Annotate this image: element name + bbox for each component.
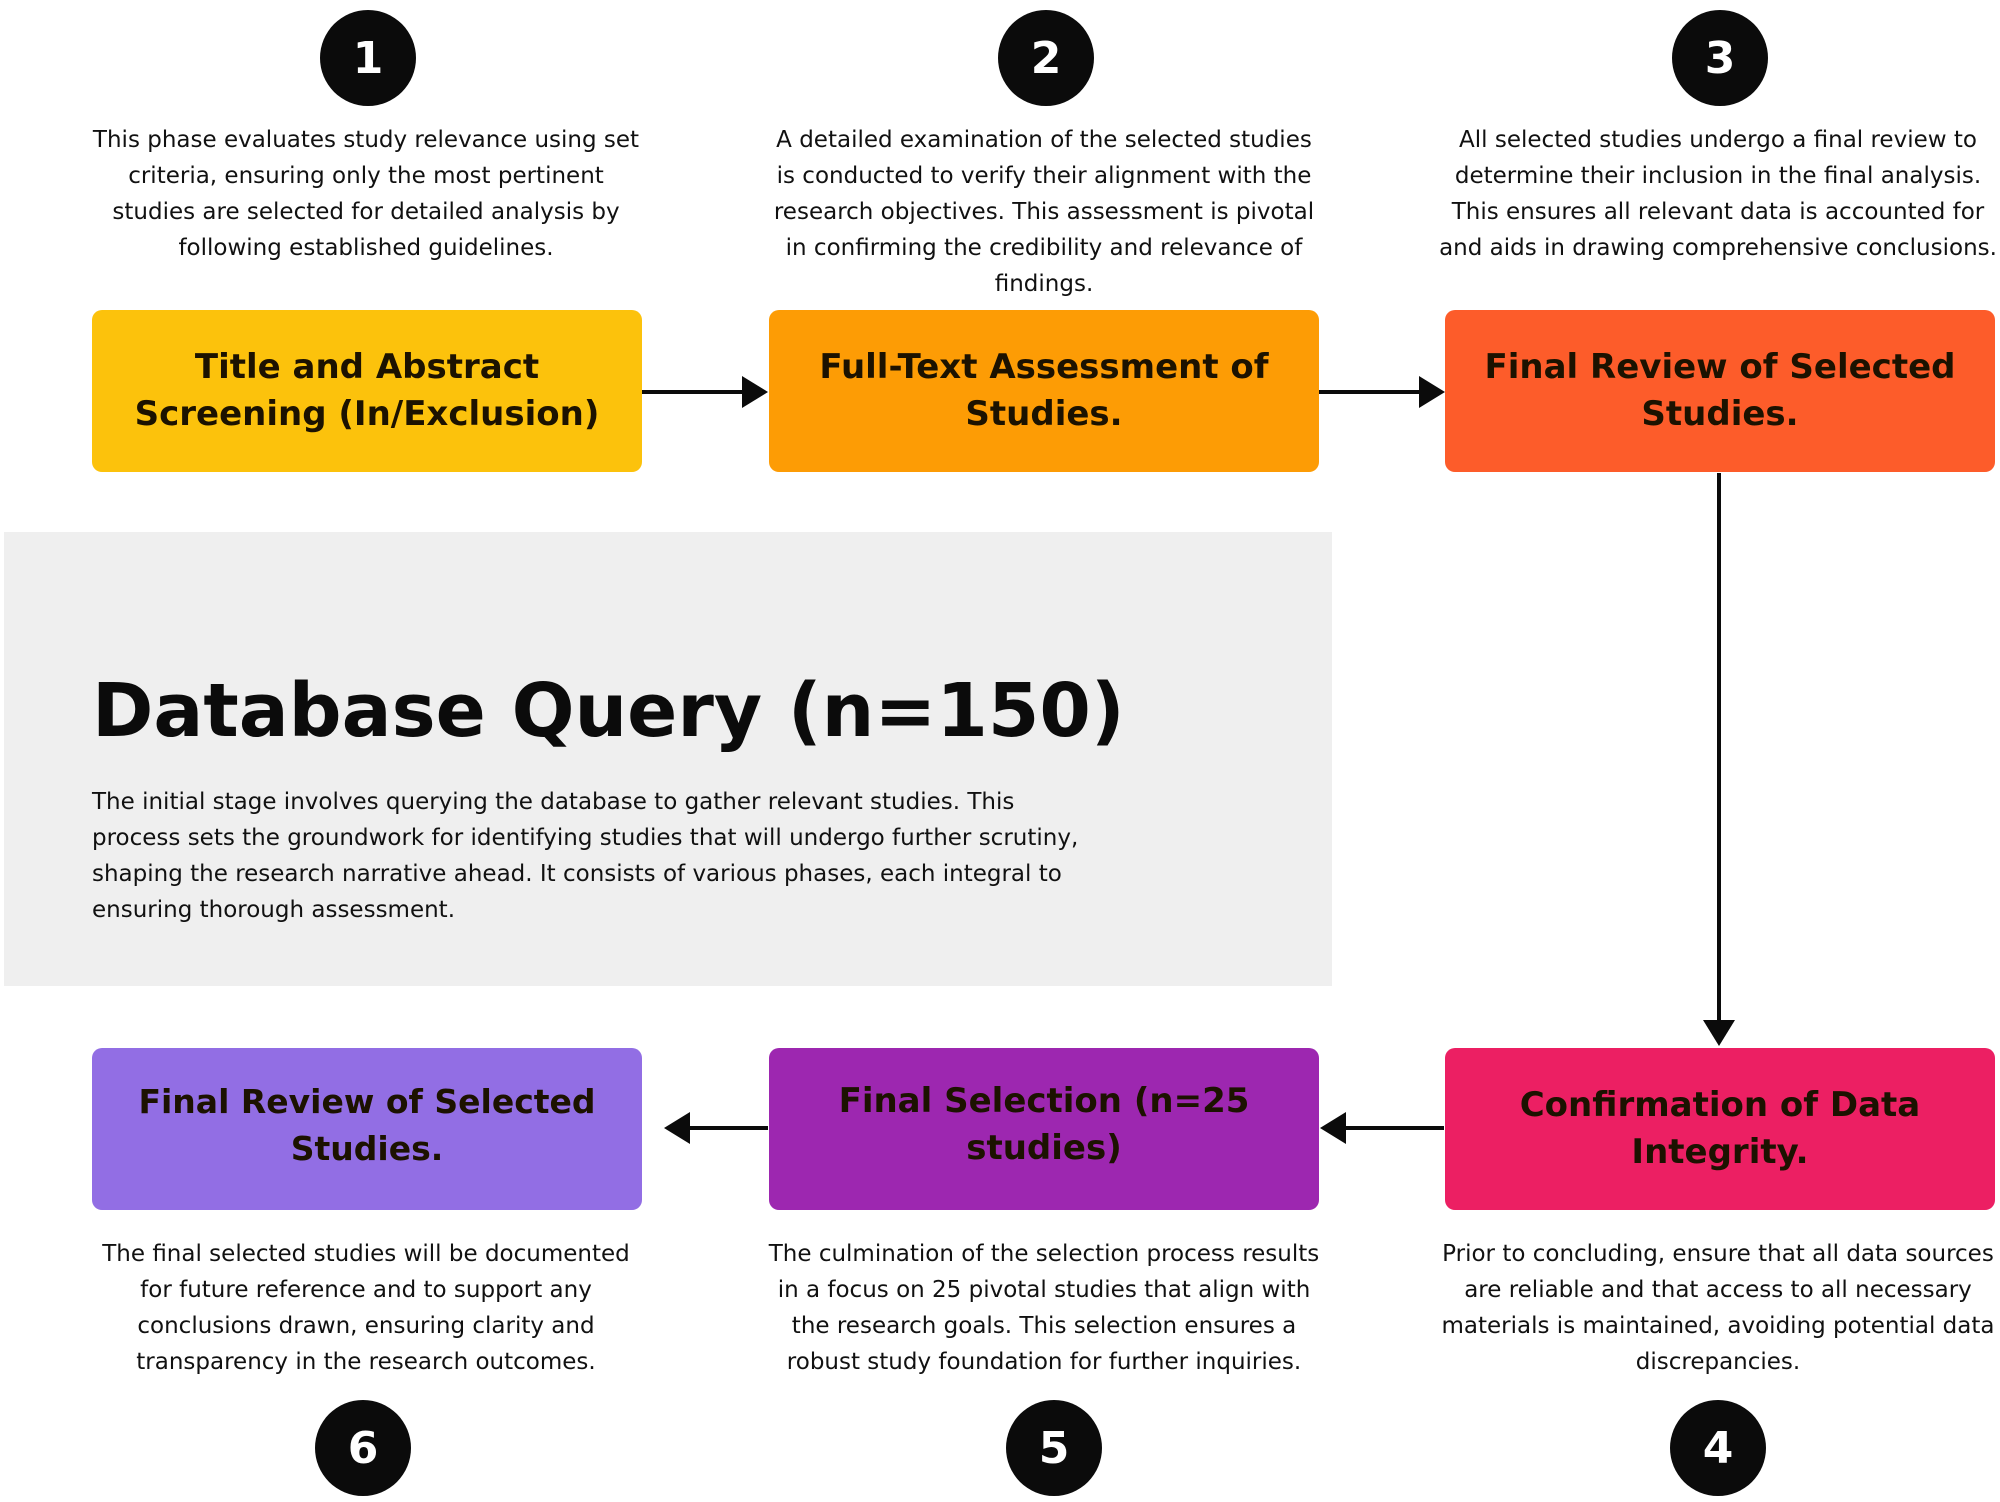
step-4-description: Prior to concluding, ensure that all dat… [1441,1241,1995,1375]
arrow-step3-to-step4-head [1703,1020,1735,1046]
step-2-number-badge: 2 [998,10,1094,106]
database-query-panel [4,532,1332,986]
database-query-description: The initial stage involves querying the … [92,789,1079,923]
step-6-number-badge: 6 [315,1400,411,1496]
step-2-description: A detailed examination of the selected s… [773,127,1315,297]
step-3-number-badge: 3 [1672,10,1768,106]
step-4-box-data-integrity: Confirmation of Data Integrity. [1445,1048,1995,1210]
step-5-box-final-selection: Final Selection (n=25 studies) [769,1048,1319,1210]
step-1-box-title-abstract-screening: Title and Abstract Screening (In/Exclusi… [92,310,642,472]
database-query-title: Database Query (n=150) [92,668,1125,754]
step-5-number-badge: 5 [1006,1400,1102,1496]
arrow-step5-to-step6-head [664,1112,690,1144]
step-1-description: This phase evaluates study relevance usi… [92,127,640,261]
step-6-description: The final selected studies will be docum… [102,1241,630,1375]
arrow-step1-to-step2-head [742,376,768,408]
step-2-box-full-text-assessment: Full-Text Assessment of Studies. [769,310,1319,472]
step-5-description: The culmination of the selection process… [768,1241,1320,1375]
step-3-box-final-review: Final Review of Selected Studies. [1445,310,1995,472]
arrow-step2-to-step3-head [1419,376,1445,408]
step-3-description: All selected studies undergo a final rev… [1439,127,1997,261]
arrow-step4-to-step5-head [1320,1112,1346,1144]
step-4-number-badge: 4 [1670,1400,1766,1496]
step-6-box-final-review: Final Review of Selected Studies. [92,1048,642,1210]
step-1-number-badge: 1 [320,10,416,106]
